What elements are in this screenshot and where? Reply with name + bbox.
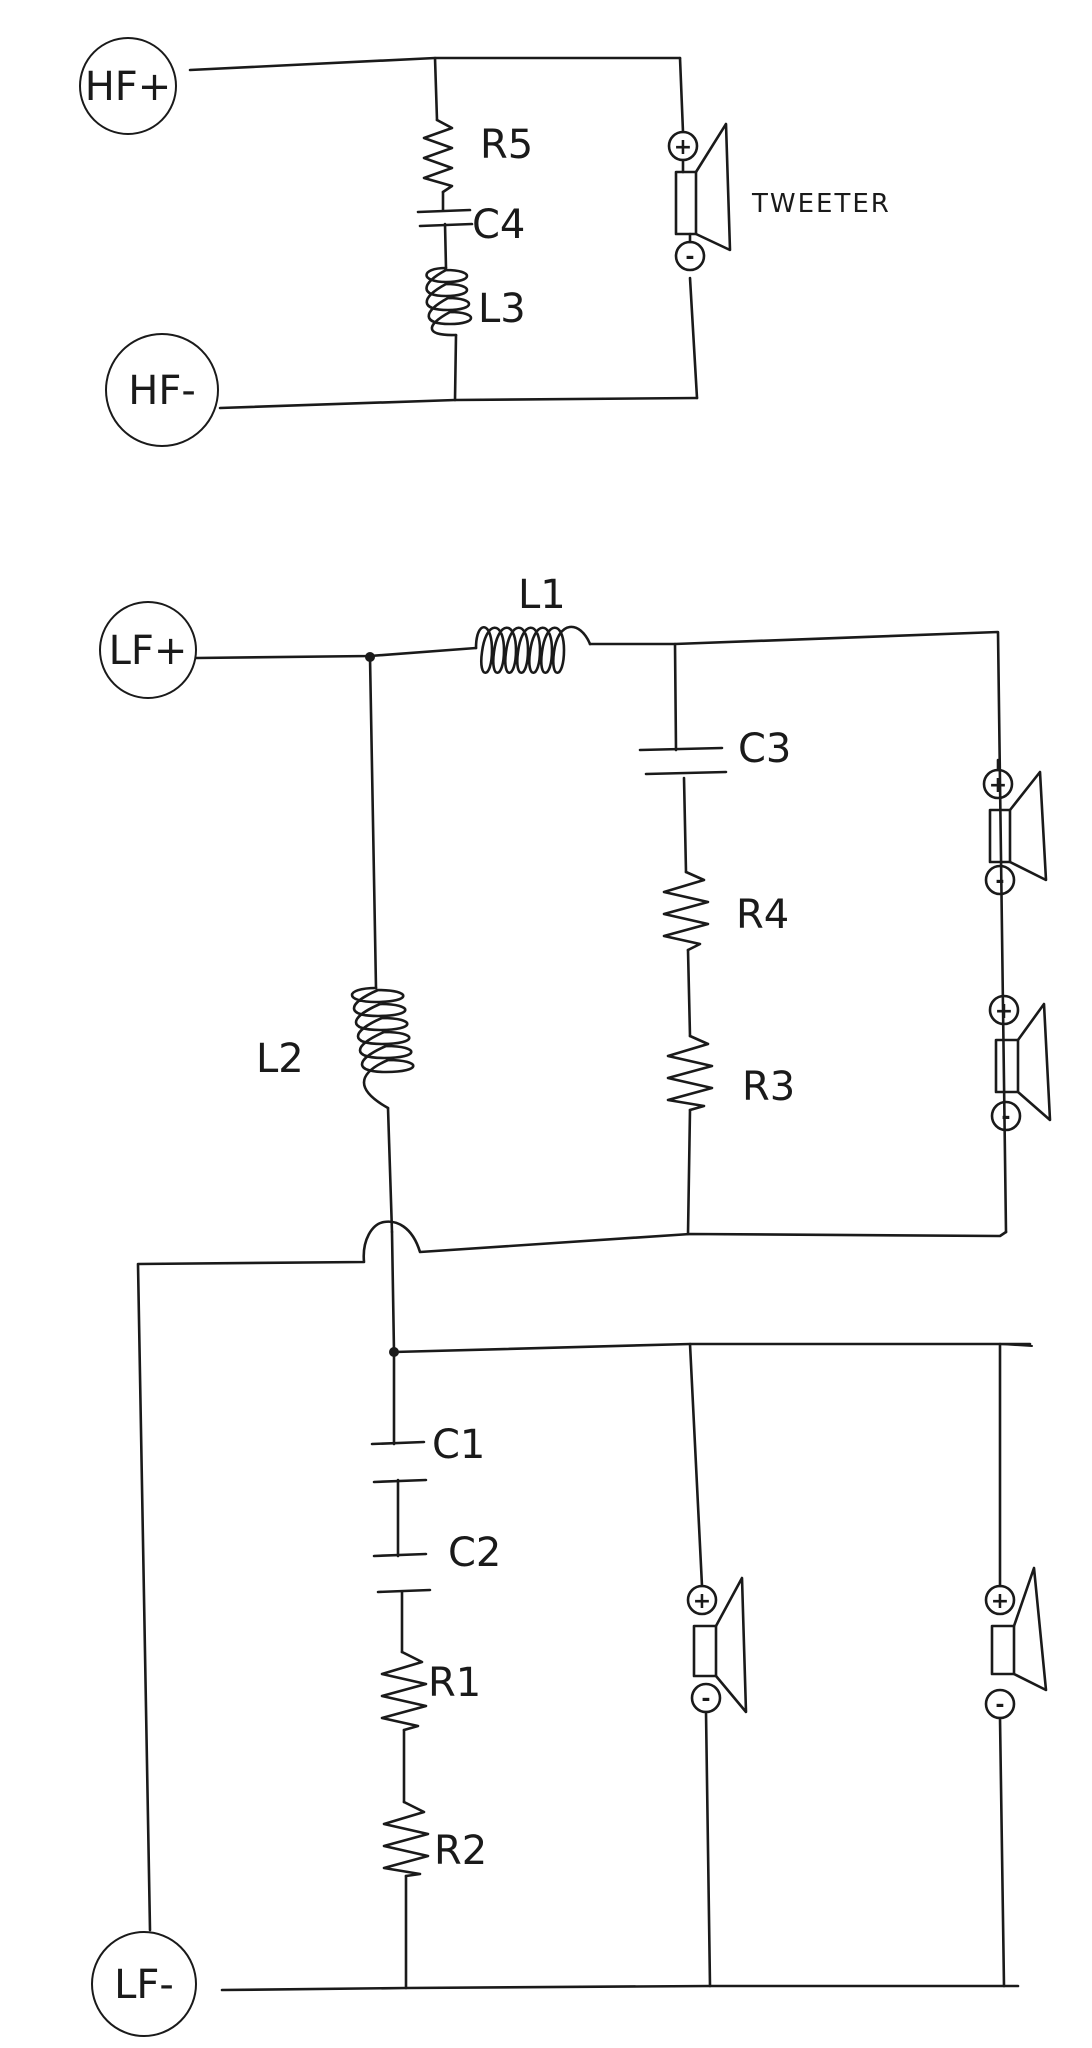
r2-label: R2 <box>434 1828 487 1874</box>
l2-inductor <box>350 986 415 1110</box>
r4-resistor <box>662 870 710 952</box>
speaker-series-bottom: + - <box>988 994 1052 1132</box>
l3-inductor <box>425 266 473 337</box>
hf-minus-terminal[interactable]: HF- <box>105 333 219 447</box>
svg-text:-: - <box>701 1687 710 1712</box>
svg-text:LF+: LF+ <box>109 628 188 674</box>
return-wire <box>136 1220 1008 1932</box>
svg-text:-: - <box>995 1693 1004 1718</box>
c1c2-branch-wire <box>392 1350 408 1990</box>
lf-minus-terminal[interactable]: LF- <box>91 1931 197 2037</box>
c3-branch-wire <box>673 642 692 1236</box>
r5-label: R5 <box>480 122 533 168</box>
svg-text:-: - <box>1001 1105 1010 1130</box>
l2-label: L2 <box>256 1036 304 1082</box>
c2-label: C2 <box>448 1530 501 1576</box>
c4-label: C4 <box>472 202 525 248</box>
tweeter-speaker: + - <box>667 122 732 272</box>
lf-plus-terminal[interactable]: LF+ <box>99 601 197 699</box>
svg-text:+: + <box>693 1589 711 1614</box>
lower-bus-wire <box>390 1230 1032 1354</box>
speaker-series-top: + - <box>982 758 1048 896</box>
speaker-b-wire <box>998 1342 1006 1988</box>
c1-label: C1 <box>432 1422 485 1468</box>
r4-label: R4 <box>736 892 789 938</box>
svg-text:HF-: HF- <box>128 368 196 414</box>
l1-to-right-wire <box>588 630 1008 1234</box>
svg-text:-: - <box>685 245 694 270</box>
r3-resistor <box>666 1034 714 1112</box>
l2-branch-wire <box>368 655 394 1234</box>
lf-minus-wire <box>220 1984 1020 1992</box>
speaker-parallel-b: + - <box>984 1566 1048 1720</box>
speaker-parallel-a: + - <box>686 1576 748 1714</box>
svg-text:-: - <box>995 869 1004 894</box>
hf-section: R5 C4 L3 + - TWEETER HF+ HF- <box>79 37 891 447</box>
c1-capacitor <box>370 1440 428 1484</box>
svg-text:LF-: LF- <box>114 1962 174 2008</box>
r5-resistor <box>422 118 454 194</box>
r1-resistor <box>380 1650 428 1732</box>
svg-text:+: + <box>991 1589 1009 1614</box>
tweeter-label: TWEETER <box>751 189 891 219</box>
hf-plus-terminal[interactable]: HF+ <box>79 37 177 135</box>
speaker-a-wire <box>688 1342 712 1988</box>
hf-branch-wire <box>433 56 458 402</box>
l1-inductor <box>474 625 592 674</box>
r2-resistor <box>382 1800 430 1878</box>
c4-capacitor <box>416 208 474 228</box>
svg-text:HF+: HF+ <box>85 64 172 110</box>
c2-capacitor <box>372 1552 432 1594</box>
bus-tail-wire <box>999 1343 1033 1347</box>
hf-bottom-wire <box>218 396 699 410</box>
svg-text:+: + <box>674 135 692 160</box>
lf-section: L1 C3 R4 R3 L2 + - + - <box>91 572 1052 2037</box>
c3-capacitor <box>638 746 728 776</box>
r1-label: R1 <box>428 1660 481 1706</box>
l1-label: L1 <box>518 572 566 618</box>
tweeter-wire <box>678 56 699 400</box>
svg-text:+: + <box>995 999 1013 1024</box>
c3-label: C3 <box>738 726 791 772</box>
svg-text:+: + <box>989 773 1007 798</box>
r3-label: R3 <box>742 1064 795 1110</box>
lf-plus-wire <box>194 646 478 660</box>
l3-label: L3 <box>478 286 526 332</box>
